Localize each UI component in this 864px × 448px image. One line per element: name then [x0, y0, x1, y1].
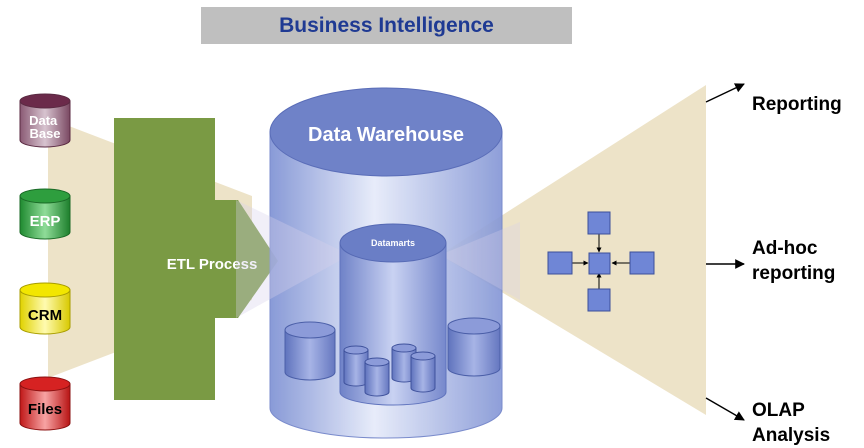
output-reporting-label: Reporting [752, 94, 842, 115]
source-database-label-line1: Data [29, 113, 58, 128]
etl-process-label: ETL Process [167, 256, 258, 273]
star-node-left [547, 251, 573, 275]
data-store-right [447, 317, 501, 377]
source-database-label: Data Base [29, 113, 61, 141]
data-store-left [284, 321, 336, 381]
etl-process-arrow [114, 118, 278, 400]
output-olap-label-line2: Analysis [752, 425, 830, 446]
source-erp-cylinder [19, 188, 71, 240]
source-crm-cylinder [19, 282, 71, 335]
arrow-olap-analysis [705, 397, 745, 421]
source-files-cylinder [19, 376, 71, 431]
data-warehouse-label: Data Warehouse [308, 124, 464, 146]
datamart-store-1 [343, 345, 369, 387]
datamart-store-2 [364, 357, 390, 397]
source-erp-label: ERP [30, 213, 61, 230]
page-title: Business Intelligence [279, 13, 494, 37]
star-node-bottom [587, 288, 611, 312]
output-olap-label: OLAP Analysis [752, 400, 830, 446]
star-node-center [588, 252, 611, 275]
source-files-label: Files [28, 401, 62, 418]
datamart-store-4 [410, 351, 436, 393]
etl-beam [236, 200, 350, 318]
output-funnel [440, 85, 706, 415]
output-olap-label-line1: OLAP [752, 400, 805, 421]
output-adhoc-label-line2: reporting [752, 263, 835, 284]
star-schema-icon [547, 211, 655, 312]
datamart-store-3 [391, 343, 417, 383]
output-beam [440, 222, 520, 300]
output-adhoc-label: Ad-hoc reporting [752, 238, 835, 284]
star-node-right [629, 251, 655, 275]
datamarts-label: Datamarts [371, 238, 415, 248]
output-adhoc-label-line1: Ad-hoc [752, 238, 818, 259]
arrow-reporting [705, 83, 745, 103]
source-crm-label: CRM [28, 307, 62, 324]
source-database-cylinder [19, 93, 71, 148]
source-database-label-line2: Base [29, 126, 60, 141]
title-banner: Business Intelligence [201, 7, 572, 44]
star-node-top [587, 211, 611, 235]
